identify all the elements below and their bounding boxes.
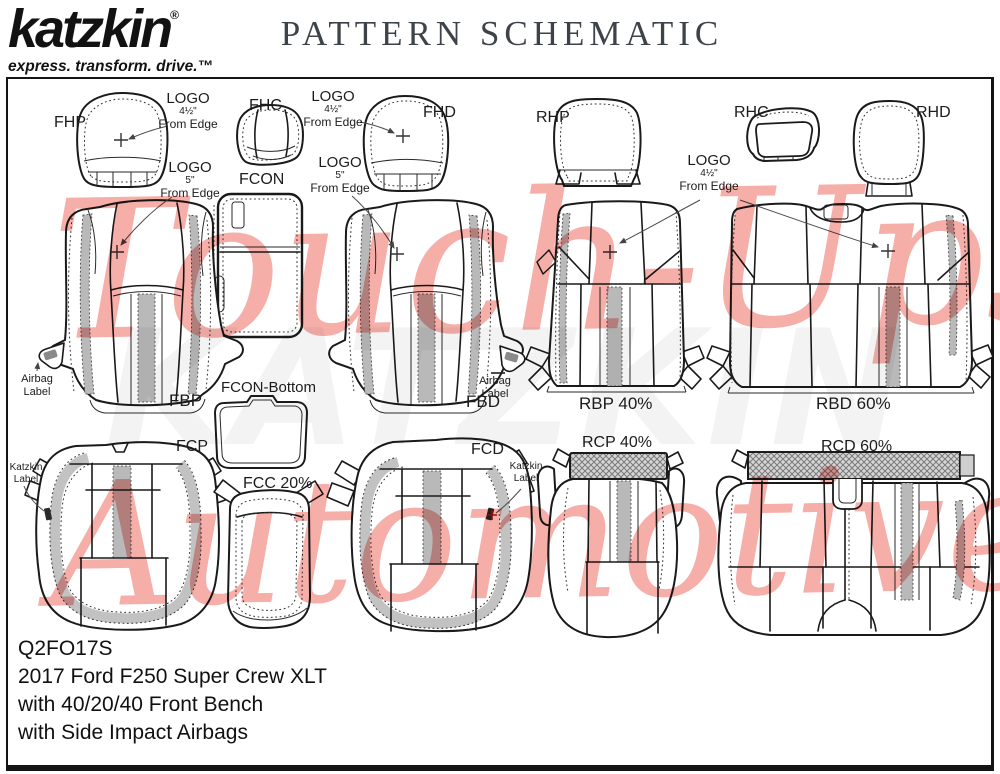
option-line-1: with 40/20/40 Front Bench [18, 693, 264, 716]
katzkin-note-line2: Label [513, 472, 539, 484]
rbd-backrest-diagram [706, 202, 994, 394]
logo-note-edge: From Edge [679, 179, 739, 194]
label-fcon-bottom: FCON-Bottom [221, 379, 317, 396]
katzkin-label-note-left: Katzkin Label [10, 462, 43, 485]
schematic-border [6, 77, 994, 771]
fhc-headrest-diagram [236, 104, 304, 166]
label-rbd: RBD 60% [816, 394, 891, 413]
logo-note-edge: From Edge [303, 115, 363, 130]
label-fcd: FCD [471, 441, 504, 458]
label-fhp: FHP [54, 114, 86, 131]
fhp-headrest-diagram [76, 92, 169, 188]
fhd-headrest-diagram [362, 95, 450, 192]
pattern-code: Q2FO17S [18, 637, 113, 660]
logo-note-word: LOGO [166, 90, 210, 107]
label-fhc: FHC [249, 97, 282, 114]
logo-note-word: LOGO [318, 154, 362, 171]
pattern-info: Q2FO17S 2017 Ford F250 Super Crew XLT wi… [18, 635, 327, 747]
rhp-headrest-diagram [553, 98, 642, 187]
fcp-cushion-diagram [24, 441, 229, 631]
logo-note-word: LOGO [311, 88, 355, 105]
label-rhc: RHC [734, 104, 769, 121]
katzkin-label-note-right: Katzkin Label [510, 461, 543, 484]
logo-note-rear: LOGO 4½" From Edge [679, 152, 738, 193]
logo-note-size: 5" [185, 175, 195, 187]
registered-mark: ® [170, 8, 179, 22]
label-rhd: RHD [916, 104, 951, 121]
option-line-2: with Side Impact Airbags [18, 721, 248, 744]
label-fcon: FCON [239, 171, 285, 188]
airbag-note-line1: Airbag [479, 375, 511, 387]
logo-note-fbd: LOGO 5" From Edge [310, 154, 369, 195]
katzkin-note-line1: Katzkin [9, 462, 43, 473]
logo-note-word: LOGO [168, 159, 212, 176]
logo-note-size: 4½" [179, 106, 197, 118]
label-fbd: FBD [466, 392, 500, 411]
label-rcp: RCP 40% [582, 434, 652, 451]
label-rhp: RHP [536, 109, 570, 126]
fcon-bottom-diagram [214, 395, 308, 469]
page-title: PATTERN SCHEMATIC [280, 14, 724, 53]
airbag-note-line2: Label [481, 387, 509, 400]
vehicle-line: 2017 Ford F250 Super Crew XLT [18, 665, 327, 688]
fcon-console-diagram [213, 192, 304, 344]
label-fcc: FCC 20% [243, 475, 313, 492]
label-rcd: RCD 60% [821, 438, 893, 455]
fbd-backrest-diagram [328, 199, 526, 414]
katzkin-wordmark: katzkin® [8, 0, 179, 59]
rcd-cushion-diagram [715, 449, 991, 636]
fbp-backrest-diagram [38, 199, 244, 414]
fcd-cushion-diagram [326, 437, 535, 633]
katzkin-logo: katzkin® express. transform. drive.™ [8, 2, 213, 76]
logo-note-fhp: LOGO 4½" From Edge [158, 90, 217, 131]
label-fbp: FBP [169, 391, 203, 410]
logo-note-edge: From Edge [160, 186, 220, 201]
logo-note-fbp: LOGO 5" From Edge [160, 159, 219, 200]
rhd-headrest-diagram [852, 100, 925, 197]
logo-note-word: LOGO [687, 152, 731, 169]
airbag-note-line1: Airbag [21, 373, 53, 385]
rbp-backrest-diagram [525, 200, 705, 393]
logo-note-edge: From Edge [158, 117, 218, 132]
airbag-label-note-right: Airbag Label [479, 375, 511, 400]
label-fcp: FCP [176, 438, 208, 455]
katzkin-note-line1: Katzkin [509, 461, 543, 472]
katzkin-note-line2: Label [13, 473, 39, 485]
logo-note-size: 4½" [324, 104, 342, 116]
callout-lines [23, 121, 879, 514]
rcp-cushion-diagram [536, 448, 686, 639]
brand-tagline: express. transform. drive.™ [8, 58, 214, 75]
logo-note-edge: From Edge [310, 181, 370, 196]
label-rbp: RBP 40% [579, 394, 653, 413]
logo-note-size: 4½" [700, 168, 718, 180]
logo-note-size: 5" [335, 170, 345, 182]
rhc-headrest-diagram [746, 107, 820, 162]
fcc-cushion-diagram [213, 479, 324, 629]
airbag-note-line2: Label [23, 385, 51, 398]
logo-note-fhd: LOGO 4½" From Edge [303, 88, 362, 129]
label-fhd: FHD [423, 104, 456, 121]
airbag-label-note-left: Airbag Label [21, 373, 53, 398]
